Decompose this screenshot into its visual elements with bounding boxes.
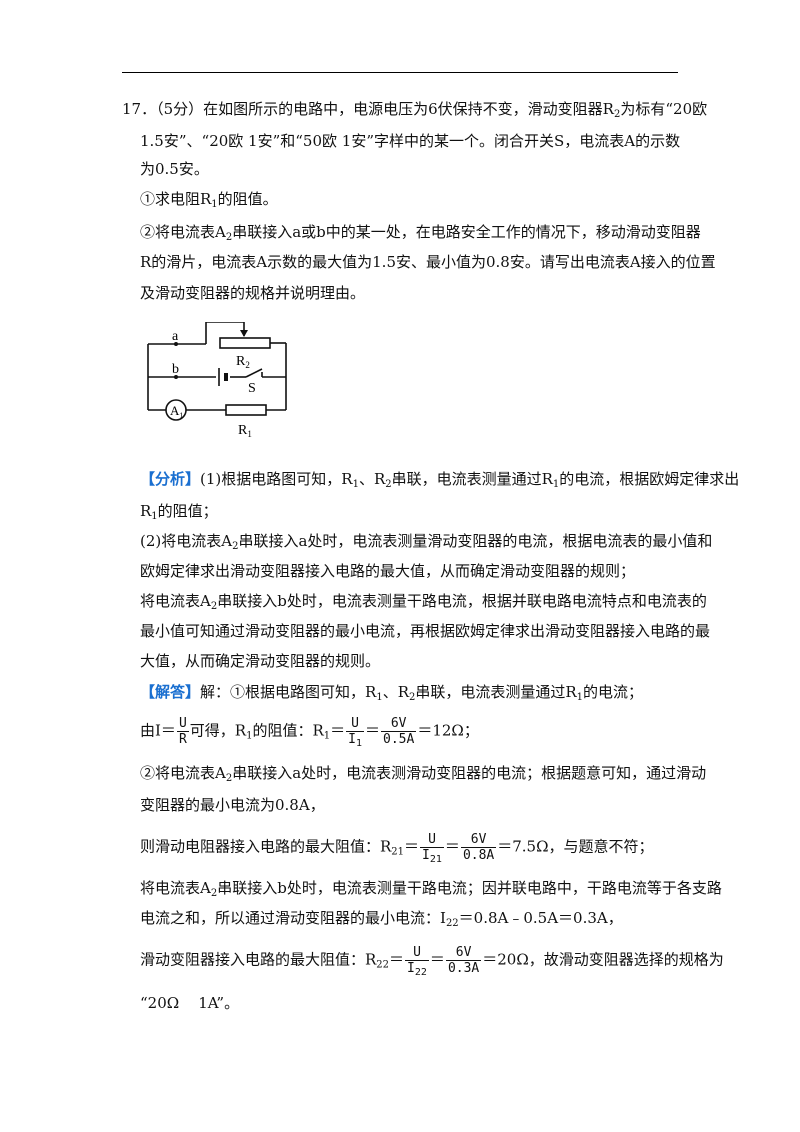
answer-line-6: 将电流表A2串联接入b处时，电流表测量干路电流；因并联电路中，干路电流等于各支路 — [140, 879, 722, 899]
question-part-2-line-2: R的滑片，电流表A示数的最大值为1.5安、最小值为0.8安。请写出电流表A接入的… — [140, 253, 716, 271]
answer-tag: 【解答】 — [140, 683, 201, 701]
analysis-line-5: 将电流表A2串联接入b处时，电流表测量干路电流，根据并联电路电流特点和电流表的 — [140, 592, 707, 612]
question-part-2: ②将电流表A2串联接入a或b中的某一处，在电路安全工作的情况下，移动滑动变阻器 — [140, 223, 701, 243]
label-s: S — [248, 381, 256, 396]
label-a1: A1 — [170, 403, 183, 420]
question-line-1: 17．（5分）在如图所示的电路中，电源电压为6伏保持不变，滑动变阻器R2为标有“… — [122, 100, 708, 120]
analysis-line-4: 欧姆定律求出滑动变阻器接入电路的最大值，从而确定滑动变阻器的规则； — [140, 562, 636, 580]
analysis-line-7: 大值，从而确定滑动变阻器的规则。 — [140, 652, 381, 670]
question-line-2: 1.5安”、“20欧 1安”和“50欧 1安”字样中的某一个。闭合开关S，电流表… — [140, 132, 681, 150]
label-b: b — [172, 362, 179, 377]
label-a: a — [172, 329, 179, 344]
analysis-line-6: 最小值可知通过滑动变阻器的最小电流，再根据欧姆定律求出滑动变阻器接入电路的最 — [140, 622, 711, 640]
question-part-1: ①求电阻R1的阻值。 — [140, 190, 278, 210]
question-part-2-line-3: 及滑动变阻器的规格并说明理由。 — [140, 284, 366, 302]
label-r2: R2 — [236, 354, 250, 370]
answer-line-3: ②将电流表A2串联接入a处时，电流表测滑动变阻器的电流；根据题意可知，通过滑动 — [140, 764, 707, 784]
analysis-tag: 【分析】 — [140, 470, 201, 488]
answer-line-1: 【解答】解：①根据电路图可知，R1、R2串联，电流表测量通过R1的电流； — [140, 683, 644, 703]
analysis-line-1: 【分析】(1)根据电路图可知，R1、R2串联，电流表测量通过R1的电流，根据欧姆… — [140, 470, 740, 490]
analysis-line-2: R1的阻值； — [140, 502, 218, 522]
answer-line-7: 电流之和，所以通过滑动变阻器的最小电流：I22＝0.8A﹣0.5A＝0.3A， — [140, 909, 623, 929]
answer-line-9: “20Ω 1A”。 — [140, 994, 240, 1012]
header-rule — [122, 72, 678, 73]
question-line-3: 为0.5安。 — [140, 160, 209, 178]
label-r1: R1 — [238, 423, 252, 439]
answer-line-4: 变阻器的最小电流为0.8A， — [140, 796, 325, 814]
analysis-line-3: (2)将电流表A2串联接入a处时，电流表测量滑动变阻器的电流，根据电流表的最小值… — [140, 532, 713, 552]
circuit-diagram: a b R2 S A1 R1 — [147, 322, 287, 439]
